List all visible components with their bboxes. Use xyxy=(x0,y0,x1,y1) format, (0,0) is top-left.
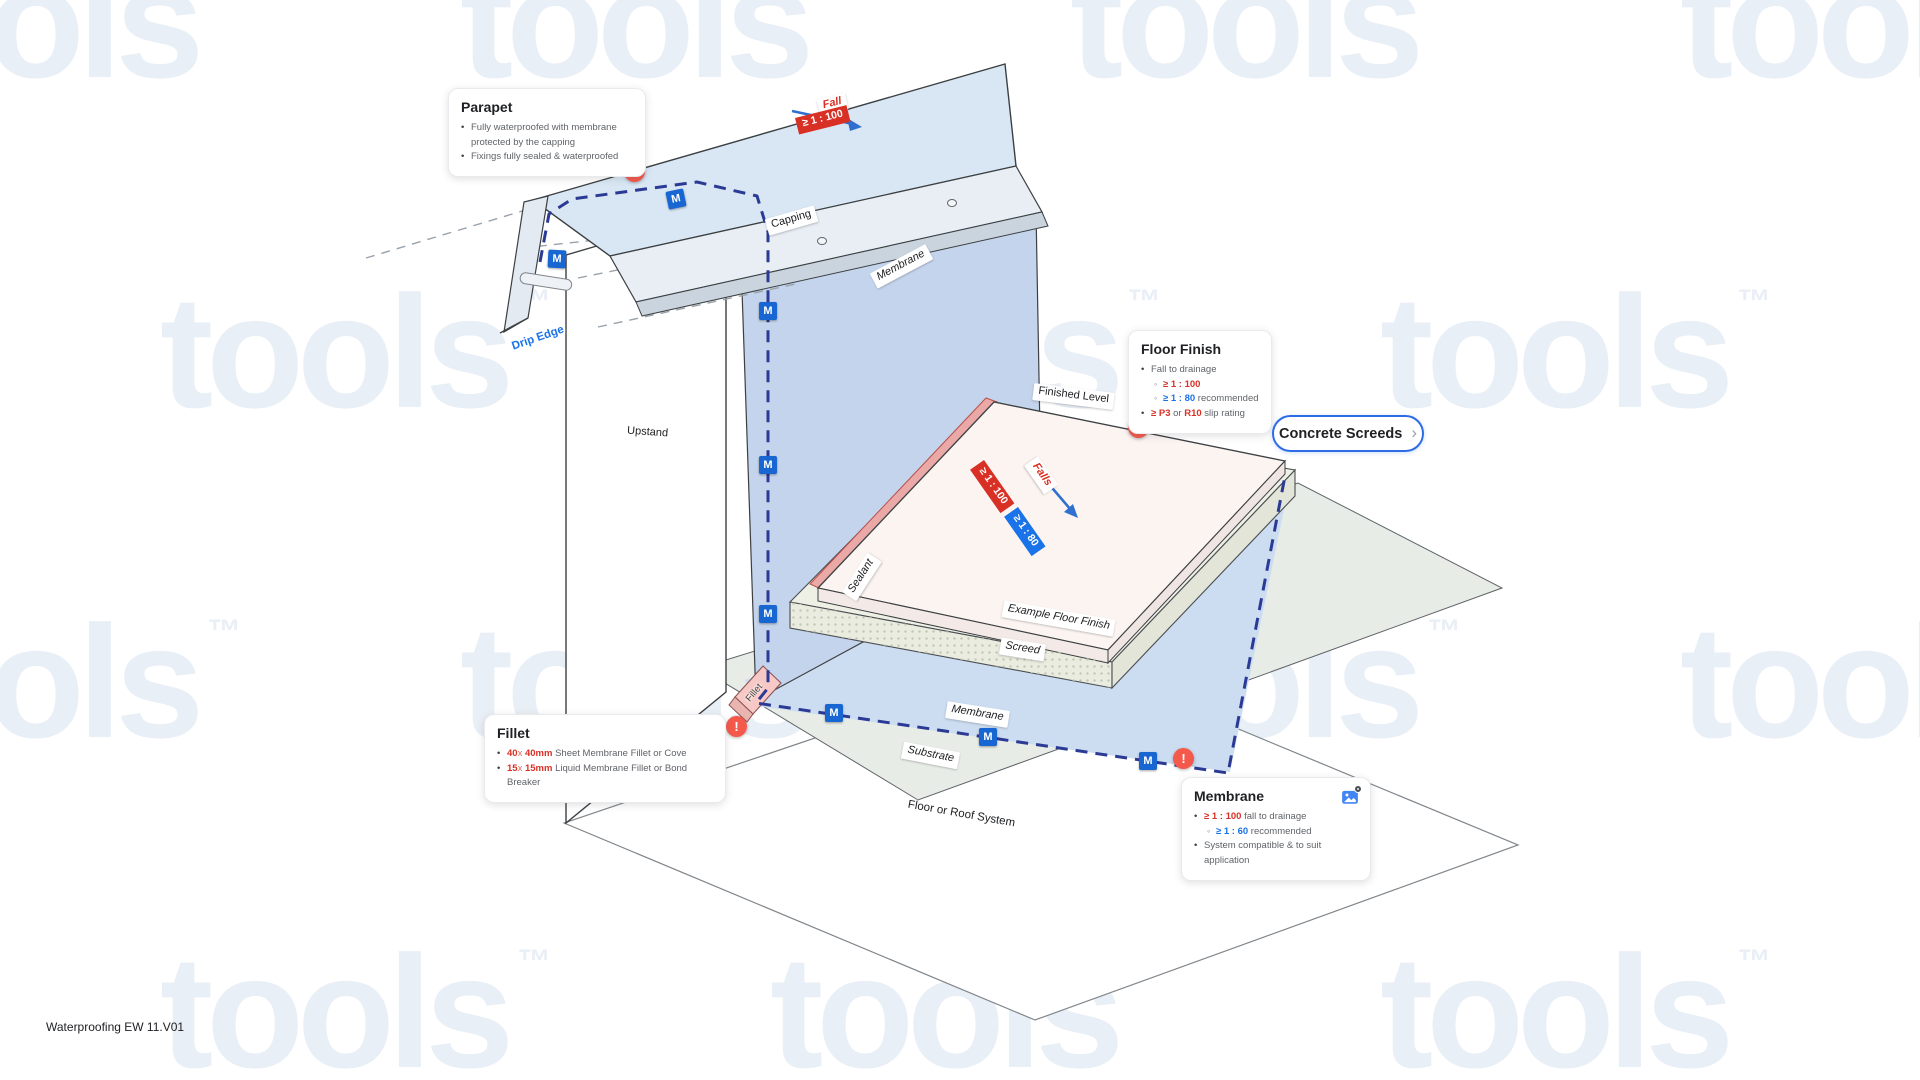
sub-list: ≥ 1 : 60 recommended xyxy=(1206,825,1358,840)
parapet-callout: Parapet Fully waterproofed with membrane… xyxy=(448,88,646,178)
parapet-callout-list: Fully waterproofed with membrane protect… xyxy=(461,121,633,165)
bullet-run: fall to drainage xyxy=(1244,811,1307,822)
rating-value: R10 xyxy=(1184,408,1202,420)
sub-bullet: ≥ 1 : 100 xyxy=(1153,378,1259,393)
screed-side-face xyxy=(1111,468,1296,690)
fillet-callout-list: 40x 40mm Sheet Membrane Fillet or Cove 1… xyxy=(497,747,713,791)
fillet-wedge-side xyxy=(728,696,754,723)
membrane-callout-list: ≥ 1 : 100 fall to drainage ≥ 1 : 60 reco… xyxy=(1194,810,1358,869)
fillet-callout: Fillet 40x 40mm Sheet Membrane Fillet or… xyxy=(484,714,726,804)
membrane-callout: Membrane ≥ 1 : 100 fall to drainage ≥ 1 … xyxy=(1181,777,1371,881)
floor-finish-callout-list: Fall to drainage ≥ 1 : 100 ≥ 1 : 80 reco… xyxy=(1141,363,1259,422)
capping-fastener-icon xyxy=(817,237,827,245)
rating-value: ≥ P3 xyxy=(1151,408,1171,420)
dimension-value: 40mm xyxy=(524,748,553,759)
membrane-marker[interactable]: M xyxy=(825,704,843,722)
membrane-marker[interactable]: M xyxy=(759,456,777,474)
bullet-text: Fully waterproofed with membrane protect… xyxy=(461,121,633,150)
sub-bullet: ≥ 1 : 60 recommended xyxy=(1206,825,1358,840)
membrane-marker[interactable]: M xyxy=(665,188,687,210)
dimension-value: 40 xyxy=(507,748,518,759)
image-count-badge xyxy=(1354,785,1362,793)
drawing-version-label: Waterproofing EW 11.V01 xyxy=(46,1020,185,1034)
alert-badge[interactable]: ! xyxy=(1173,748,1194,769)
bullet-text: 15x 15mm Liquid Membrane Fillet or Bond … xyxy=(497,762,713,791)
bullet-run: slip rating xyxy=(1204,408,1245,420)
alert-badge[interactable]: ! xyxy=(726,716,747,737)
dimension-x: x xyxy=(517,748,523,759)
bullet-text: 40x 40mm Sheet Membrane Fillet or Cove xyxy=(497,747,713,762)
sub-list: ≥ 1 : 100 ≥ 1 : 80 recommended xyxy=(1153,378,1259,407)
dimension-x: x xyxy=(517,762,523,774)
fillet-callout-title: Fillet xyxy=(497,725,530,741)
capping-fastener-icon xyxy=(947,199,957,207)
ratio-value: ≥ 1 : 100 xyxy=(1204,811,1242,822)
bullet-text: System compatible & to suit application xyxy=(1194,839,1358,868)
floor-finish-callout: Floor Finish Fall to drainage ≥ 1 : 100 … xyxy=(1128,330,1272,434)
ratio-value: ≥ 1 : 100 xyxy=(1163,378,1201,390)
concrete-screeds-button[interactable]: Concrete Screeds › xyxy=(1272,415,1424,452)
image-icon[interactable] xyxy=(1341,785,1362,806)
membrane-marker[interactable]: M xyxy=(759,302,777,320)
bullet-run: Liquid Membrane Fillet or Bond Breaker xyxy=(507,762,688,789)
concrete-screeds-button-label: Concrete Screeds xyxy=(1279,425,1403,442)
picture-icon xyxy=(1342,790,1358,804)
bullet-run: or xyxy=(1173,408,1182,420)
dimension-value: 15mm xyxy=(524,762,553,774)
membrane-marker[interactable]: M xyxy=(979,728,997,746)
chevron-right-icon: › xyxy=(1411,422,1417,442)
bullet-text: ≥ P3 or R10 slip rating xyxy=(1141,407,1259,422)
bullet-run: recommended xyxy=(1250,825,1312,837)
ratio-value: ≥ 1 : 60 xyxy=(1216,825,1249,837)
bullet-text: ≥ 1 : 100 fall to drainage ≥ 1 : 60 reco… xyxy=(1194,810,1358,839)
bullet-run: recommended xyxy=(1197,393,1259,405)
bullet-run: Sheet Membrane Fillet or Cove xyxy=(555,748,687,759)
dimension-value: 15 xyxy=(507,762,518,774)
floor-finish-callout-title: Floor Finish xyxy=(1141,341,1222,357)
bullet-text: Fixings fully sealed & waterproofed xyxy=(461,150,633,165)
fixing-bolt xyxy=(519,272,573,291)
drip-edge-kick xyxy=(499,317,529,334)
floor-finish-side-face xyxy=(1107,459,1286,665)
bullet-run: Fall to drainage xyxy=(1151,364,1217,375)
membrane-dashed-path xyxy=(538,180,1287,775)
membrane-marker[interactable]: M xyxy=(547,249,567,269)
sub-bullet: ≥ 1 : 80 recommended xyxy=(1153,392,1259,407)
upstand-label: Upstand xyxy=(626,424,669,440)
parapet-callout-title: Parapet xyxy=(461,99,513,115)
drip-edge-face xyxy=(503,195,549,334)
ratio-value: ≥ 1 : 80 xyxy=(1163,393,1196,405)
membrane-marker[interactable]: M xyxy=(759,605,777,623)
membrane-marker[interactable]: M xyxy=(1139,752,1157,770)
capping-lip xyxy=(635,211,1049,317)
bullet-text: Fall to drainage ≥ 1 : 100 ≥ 1 : 80 reco… xyxy=(1141,363,1259,407)
membrane-callout-title: Membrane xyxy=(1194,788,1265,804)
